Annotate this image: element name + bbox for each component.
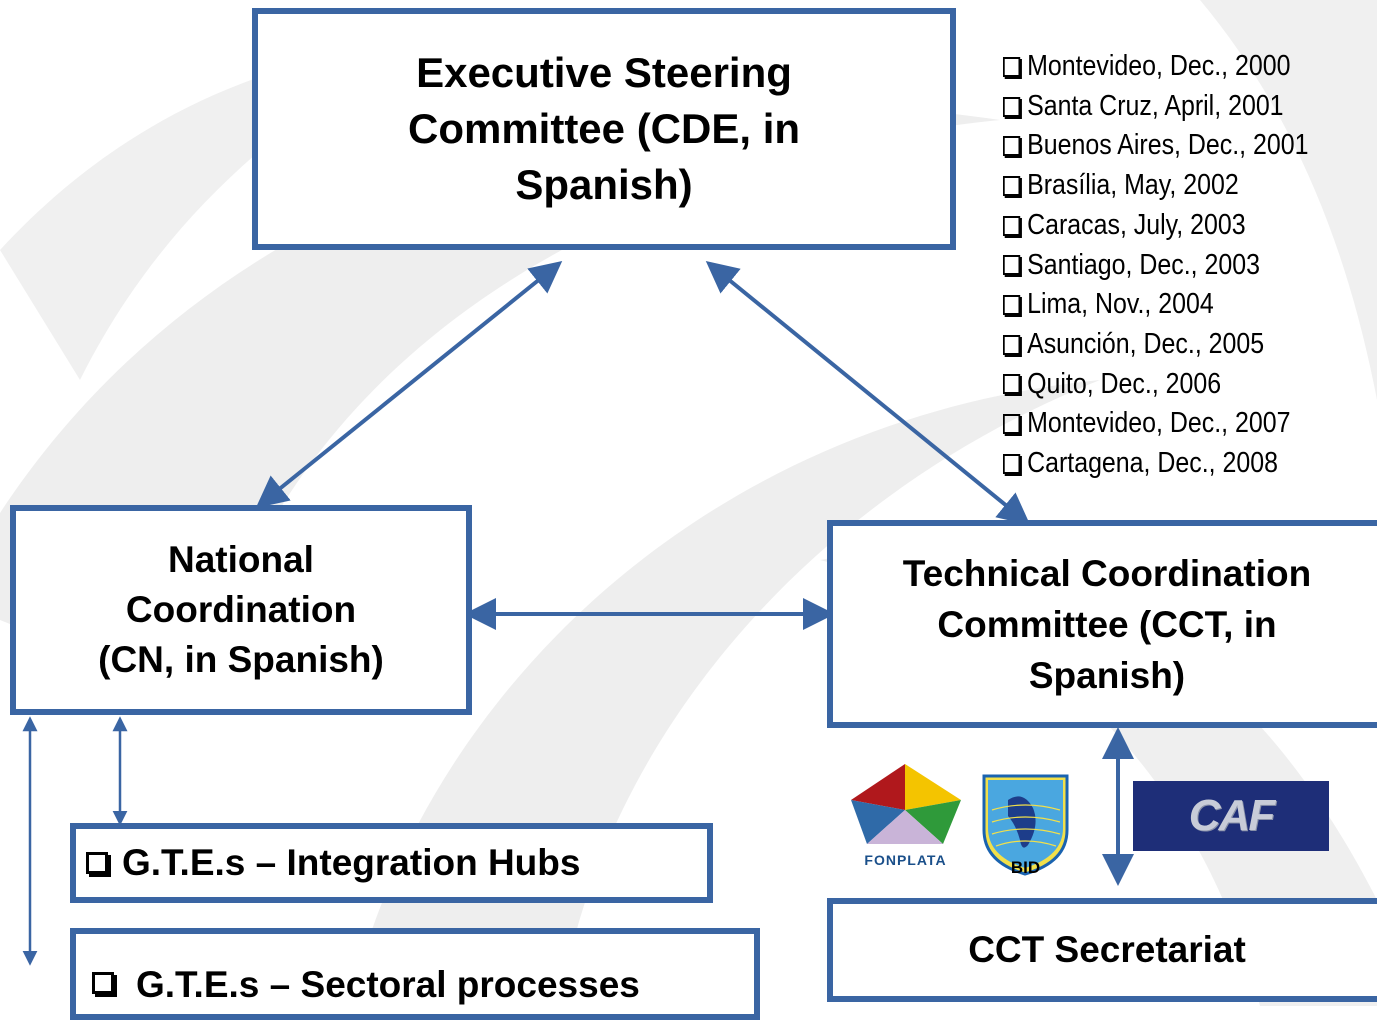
checkbox-icon [92,972,114,994]
meeting-item: Cartagena, Dec., 2008 [1003,444,1309,484]
meeting-label: Brasília, May, 2002 [1027,169,1239,202]
fonplata-logo [851,764,961,844]
bid-logo-text: BID [1010,858,1041,877]
secretariat-label: CCT Secretariat [968,929,1246,970]
cde-line-3: Spanish) [515,161,693,208]
cde-line-2: Committee (CDE, in [407,105,801,152]
gte-integration-hubs-box: G.T.E.s – Integration Hubs [70,823,713,903]
meeting-item: Caracas, July, 2003 [1003,206,1309,246]
meeting-label: Montevideo, Dec., 2000 [1027,50,1291,82]
checkbox-icon [1003,56,1021,77]
cde-line-1: Executive Steering [416,49,792,96]
checkbox-icon [1003,295,1021,316]
meeting-item: Brasília, May, 2002 [1003,166,1309,206]
checkbox-icon [1003,255,1021,276]
meeting-label: Asunción, Dec., 2005 [1027,327,1265,360]
checkbox-icon [86,852,108,874]
meeting-label: Montevideo, Dec., 2007 [1027,407,1291,440]
cct-line-2: Committee (CCT, in [937,603,1277,645]
meeting-item: Asunción, Dec., 2005 [1003,325,1309,365]
checkbox-icon [1003,374,1021,395]
meetings-list: Montevideo, Dec., 2000 Santa Cruz, April… [1003,47,1309,484]
meeting-item: Montevideo, Dec., 2007 [1003,404,1309,444]
national-coordination-box: National Coordination (CN, in Spanish) [10,505,472,715]
gte-hubs-label: G.T.E.s – Integration Hubs [122,842,581,883]
meeting-item: Lima, Nov., 2004 [1003,285,1309,325]
meeting-item: Santa Cruz, April, 2001 [1003,87,1309,127]
meeting-label: Caracas, July, 2003 [1027,208,1246,241]
meeting-item: Quito, Dec., 2006 [1003,365,1309,405]
meeting-label: Lima, Nov., 2004 [1027,288,1214,321]
caf-logo-text: CAF [1188,791,1275,840]
technical-coordination-committee-box: Technical Coordination Committee (CCT, i… [827,520,1377,728]
cn-line-2: Coordination [125,589,357,630]
checkbox-icon [1003,215,1021,236]
cn-line-1: National [168,539,314,580]
gte-sectoral-label: G.T.E.s – Sectoral processes [136,964,640,1005]
gte-sectoral-processes-box: G.T.E.s – Sectoral processes [70,928,760,1020]
cct-line-1: Technical Coordination [902,552,1312,594]
cct-secretariat-box: CCT Secretariat [827,898,1377,1002]
meeting-label: Santiago, Dec., 2003 [1027,248,1261,281]
meeting-label: Cartagena, Dec., 2008 [1027,447,1279,480]
checkbox-icon [1003,334,1021,355]
checkbox-icon [1003,96,1021,117]
meeting-label: Quito, Dec., 2006 [1027,367,1222,400]
cct-line-3: Spanish) [1028,654,1186,696]
fonplata-logo-text: FONPLATA [864,852,947,868]
executive-steering-committee-box: Executive Steering Committee (CDE, in Sp… [252,8,956,250]
bid-logo [982,774,1069,876]
meeting-item: Montevideo, Dec., 2000 [1003,47,1309,87]
meeting-label: Buenos Aires, Dec., 2001 [1027,129,1309,162]
checkbox-icon [1003,136,1021,157]
meeting-label: Santa Cruz, April, 2001 [1027,89,1284,122]
arrow-cde-cct [705,260,1031,526]
cn-line-3: (CN, in Spanish) [98,639,384,680]
checkbox-icon [1003,175,1021,196]
caf-logo: CAF [1133,781,1329,851]
checkbox-icon [1003,414,1021,435]
arrow-cde-cn [255,260,563,509]
checkbox-icon [1003,453,1021,474]
meeting-item: Santiago, Dec., 2003 [1003,246,1309,286]
meeting-item: Buenos Aires, Dec., 2001 [1003,126,1309,166]
